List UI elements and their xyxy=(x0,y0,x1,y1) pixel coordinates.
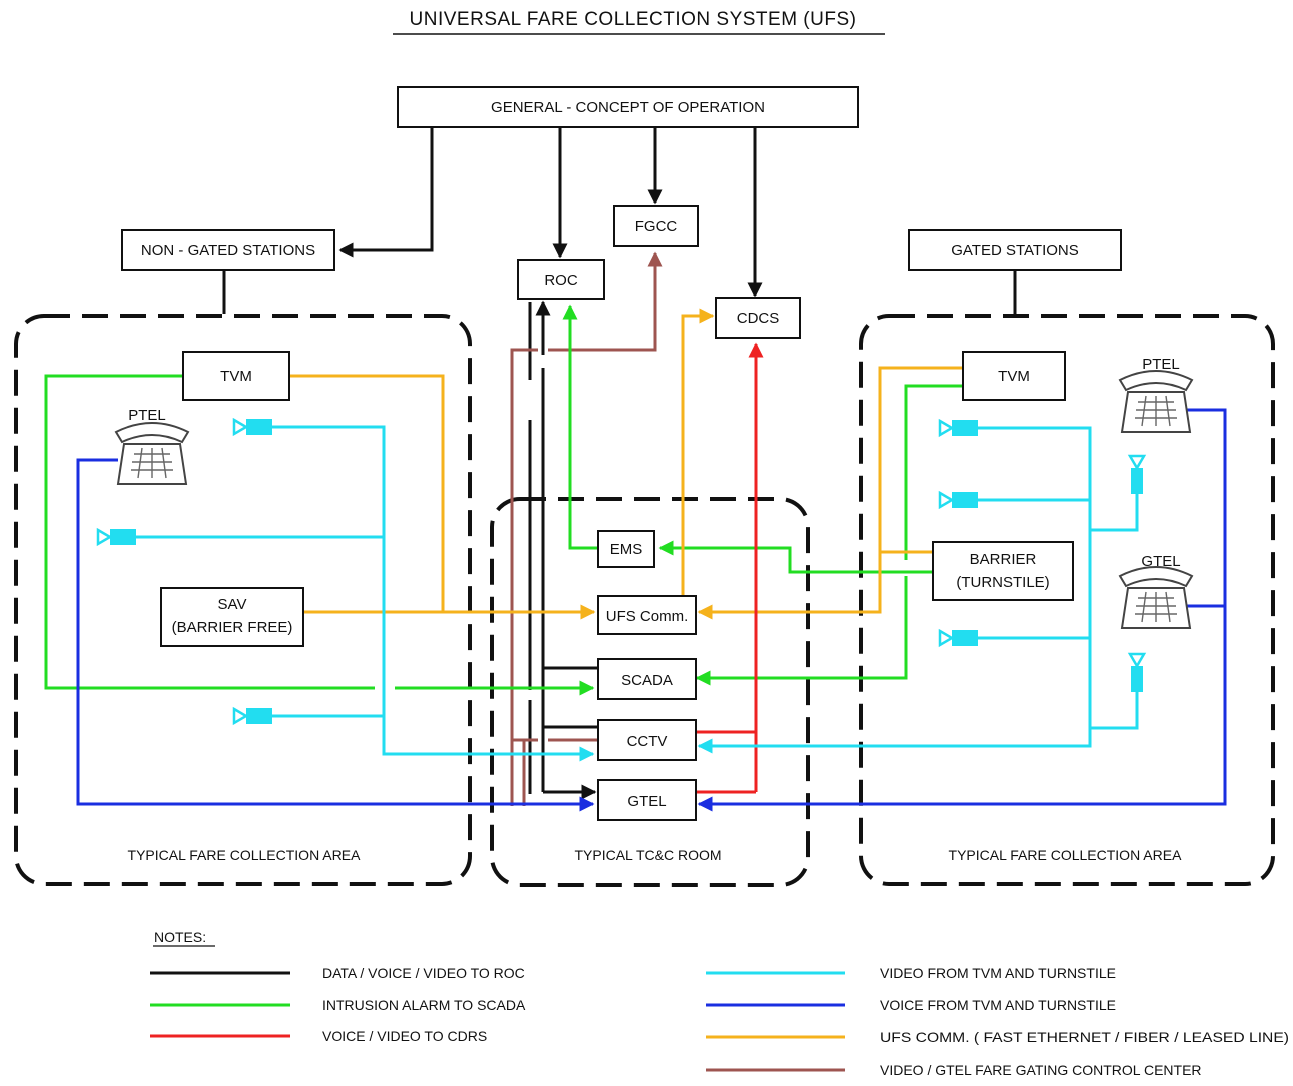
legend-label: DATA / VOICE / VIDEO TO ROC xyxy=(322,965,525,981)
camera-icon xyxy=(232,706,274,726)
legend-item: DATA / VOICE / VIDEO TO ROC xyxy=(150,965,525,981)
wires-red xyxy=(697,342,764,794)
legend-label: VOICE / VIDEO TO CDRS xyxy=(322,1028,487,1044)
cdcs-label: CDCS xyxy=(737,310,780,327)
telephone-icon xyxy=(1119,370,1193,433)
box-general: GENERAL - CONCEPT OF OPERATION xyxy=(397,86,859,128)
legend-label: UFS COMM. ( FAST ETHERNET / FIBER / LEAS… xyxy=(880,1029,1289,1045)
area-right xyxy=(859,314,1275,886)
non-gated-label: NON - GATED STATIONS xyxy=(141,242,315,259)
legend-item: VOICE / VIDEO TO CDRS xyxy=(150,1028,487,1044)
legend-label: VOICE FROM TVM AND TURNSTILE xyxy=(880,997,1116,1013)
cctv-label: CCTV xyxy=(627,733,668,750)
legend-item: UFS COMM. ( FAST ETHERNET / FIBER / LEAS… xyxy=(706,1029,1289,1045)
box-tvm-right: TVM xyxy=(962,351,1066,401)
telephone-icon xyxy=(1119,566,1193,629)
telephone-icon xyxy=(115,422,189,485)
box-non-gated: NON - GATED STATIONS xyxy=(121,229,335,271)
tvm-left-label: TVM xyxy=(220,368,252,385)
barrier-label-line1: BARRIER xyxy=(970,551,1037,568)
box-gtel-room: GTEL xyxy=(597,779,697,821)
fgcc-label: FGCC xyxy=(635,218,678,235)
gtel-right-label: GTEL xyxy=(1141,553,1180,570)
barrier-label-line2: (TURNSTILE) xyxy=(956,574,1049,591)
gtel-room-label: GTEL xyxy=(627,793,666,810)
area-left xyxy=(14,314,472,886)
ptel-left-label: PTEL xyxy=(128,407,166,424)
ufs-comm-label: UFS Comm. xyxy=(606,608,689,625)
area-left-label: TYPICAL FARE COLLECTION AREA xyxy=(128,847,362,863)
legend-item: VIDEO FROM TVM AND TURNSTILE xyxy=(706,965,1116,981)
roc-label: ROC xyxy=(544,272,578,289)
legend-label: VIDEO / GTEL FARE GATING CONTROL CENTER xyxy=(880,1062,1202,1078)
legend-item: VOICE FROM TVM AND TURNSTILE xyxy=(706,997,1116,1013)
ems-label: EMS xyxy=(610,541,643,558)
box-barrier: BARRIER (TURNSTILE) xyxy=(932,541,1074,601)
box-ems: EMS xyxy=(597,530,655,568)
gated-label: GATED STATIONS xyxy=(951,242,1079,259)
legend-label: VIDEO FROM TVM AND TURNSTILE xyxy=(880,965,1116,981)
box-ufs-comm: UFS Comm. xyxy=(597,595,697,635)
box-cdcs: CDCS xyxy=(715,297,801,339)
legend-item: VIDEO / GTEL FARE GATING CONTROL CENTER xyxy=(706,1062,1202,1078)
area-right-label: TYPICAL FARE COLLECTION AREA xyxy=(949,847,1183,863)
notes-heading: NOTES: xyxy=(154,929,206,945)
wires-orange xyxy=(289,308,963,620)
camera-icon xyxy=(938,628,980,648)
tvm-right-label: TVM xyxy=(998,368,1030,385)
diagram-title: UNIVERSAL FARE COLLECTION SYSTEM (UFS) xyxy=(410,9,857,30)
box-scada: SCADA xyxy=(597,658,697,700)
box-roc: ROC xyxy=(517,259,605,300)
wires-brown xyxy=(510,253,655,806)
camera-icon xyxy=(1127,652,1147,692)
wires-green xyxy=(44,304,963,688)
sav-label-line2: (BARRIER FREE) xyxy=(172,619,293,636)
camera-icon xyxy=(232,417,274,437)
general-label: GENERAL - CONCEPT OF OPERATION xyxy=(491,99,765,116)
camera-icon xyxy=(938,418,980,438)
wires-blue xyxy=(76,408,1227,812)
area-center xyxy=(490,497,810,887)
wires-black xyxy=(222,127,1017,800)
area-center-label: TYPICAL TC&C ROOM xyxy=(574,847,721,863)
camera-icon xyxy=(1127,454,1147,494)
box-tvm-left: TVM xyxy=(182,351,290,401)
box-fgcc: FGCC xyxy=(613,205,699,247)
camera-icon xyxy=(938,490,980,510)
box-cctv: CCTV xyxy=(597,719,697,761)
legend-label: INTRUSION ALARM TO SCADA xyxy=(322,997,526,1013)
legend-item: INTRUSION ALARM TO SCADA xyxy=(150,997,526,1013)
scada-label: SCADA xyxy=(621,672,673,689)
box-sav: SAV (BARRIER FREE) xyxy=(160,587,304,647)
box-gated: GATED STATIONS xyxy=(908,229,1122,271)
sav-label-line1: SAV xyxy=(218,596,247,613)
camera-icon xyxy=(96,527,138,547)
ptel-right-label: PTEL xyxy=(1142,356,1180,373)
wires-cyan xyxy=(136,425,1139,762)
